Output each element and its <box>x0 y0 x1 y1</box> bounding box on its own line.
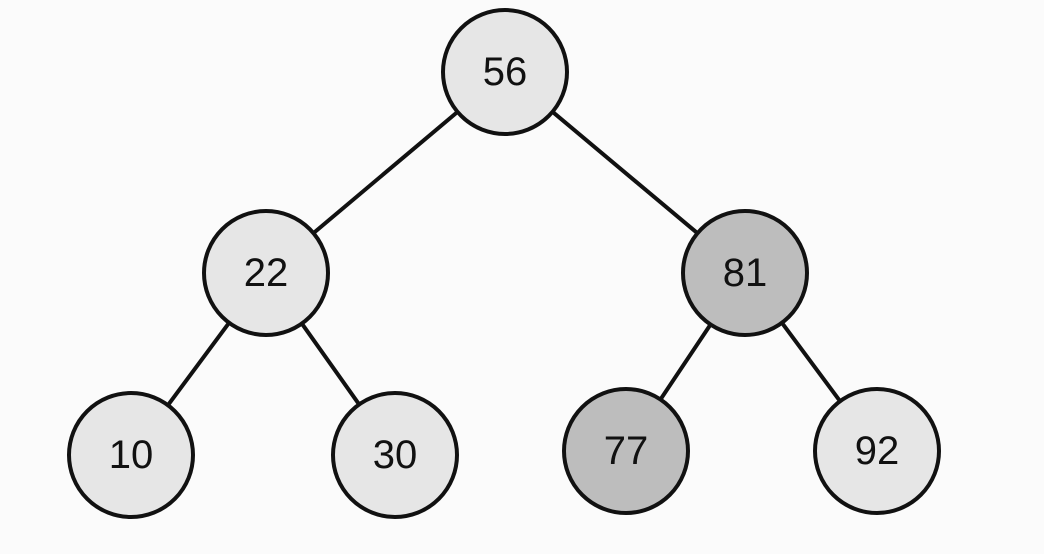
tree-node-n22: 22 <box>202 209 330 337</box>
node-label: 22 <box>244 251 289 295</box>
edge-n22-n30 <box>299 321 362 407</box>
node-circle <box>813 387 941 515</box>
node-circle <box>681 209 809 337</box>
node-label: 77 <box>604 429 649 473</box>
tree-node-n81: 81 <box>681 209 809 337</box>
tree-node-n30: 30 <box>331 391 459 519</box>
edge-n22-n10 <box>165 320 232 408</box>
edges-layer <box>165 109 843 408</box>
edge-n56-n22 <box>311 109 460 236</box>
edge-n81-n92 <box>779 320 843 404</box>
node-label: 10 <box>109 433 154 477</box>
node-label: 92 <box>855 429 900 473</box>
tree-node-n77: 77 <box>562 387 690 515</box>
node-circle <box>331 391 459 519</box>
node-circle <box>202 209 330 337</box>
tree-node-n56: 56 <box>441 8 569 136</box>
node-circle <box>67 391 195 519</box>
tree-node-n92: 92 <box>813 387 941 515</box>
node-circle <box>441 8 569 136</box>
node-label: 56 <box>483 50 528 94</box>
nodes-layer: 56 22 81 10 30 77 92 <box>67 8 941 519</box>
edge-n56-n81 <box>550 109 700 236</box>
node-label: 81 <box>723 251 768 295</box>
tree-node-n10: 10 <box>67 391 195 519</box>
node-circle <box>562 387 690 515</box>
node-label: 30 <box>373 433 418 477</box>
edge-n81-n77 <box>658 322 713 402</box>
